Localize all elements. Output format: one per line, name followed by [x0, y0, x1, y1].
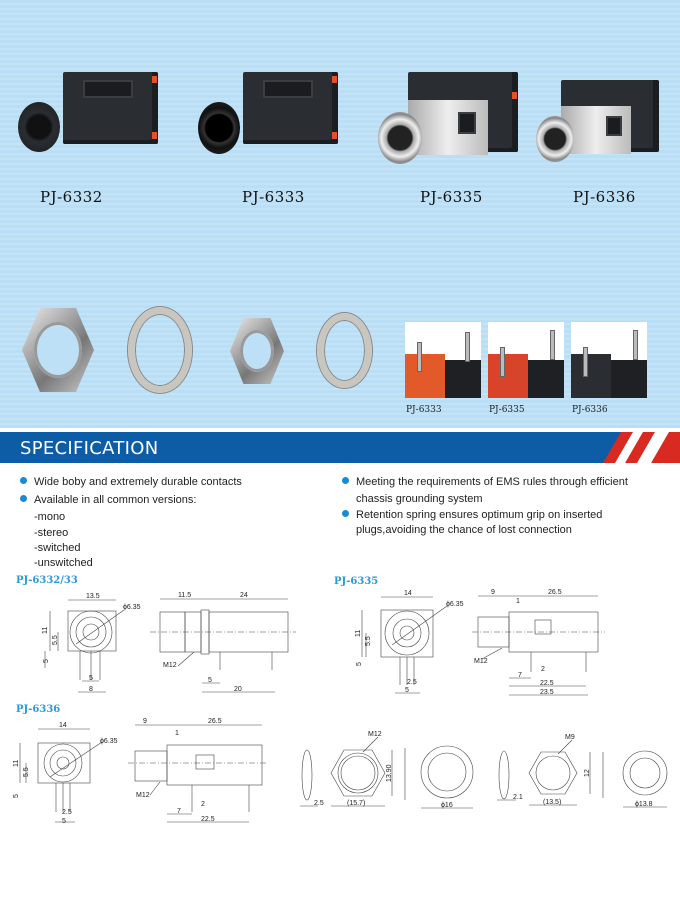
thumbnail-label: PJ-6335	[489, 405, 525, 415]
feature-item-continued: plugs,avoiding the chance of lost connec…	[356, 524, 572, 536]
svg-text:14: 14	[404, 590, 412, 597]
product-label: PJ-6333	[242, 188, 305, 206]
drawing-pj-6335-side: 9 26.5 1 M12 7 2 22.5 23.5	[472, 589, 605, 696]
svg-text:2.1: 2.1	[513, 794, 523, 801]
svg-text:24: 24	[240, 592, 248, 599]
svg-text:11: 11	[42, 627, 49, 634]
svg-text:5: 5	[43, 659, 50, 663]
svg-text:M12: M12	[136, 792, 150, 799]
svg-text:20: 20	[234, 686, 242, 693]
svg-text:13.90: 13.90	[386, 764, 393, 782]
version-item: -unswitched	[34, 557, 93, 569]
svg-text:5: 5	[405, 687, 409, 694]
svg-text:5: 5	[356, 662, 363, 666]
feature-item-continued: chassis grounding system	[356, 493, 483, 505]
svg-text:M9: M9	[565, 734, 575, 741]
washer-image	[128, 307, 192, 393]
svg-text:1: 1	[175, 730, 179, 737]
svg-text:5: 5	[89, 675, 93, 682]
svg-text:11: 11	[355, 630, 362, 637]
specification-banner: SPECIFICATION	[0, 432, 680, 463]
feature-item: Retention spring ensures optimum grip on…	[342, 509, 602, 521]
svg-text:2.5: 2.5	[314, 800, 324, 807]
svg-text:8: 8	[89, 686, 93, 693]
drawing-title: PJ-6335	[334, 576, 379, 587]
svg-text:11.5: 11.5	[178, 592, 191, 599]
svg-text:26.5: 26.5	[548, 589, 562, 596]
svg-text:ϕ13.8: ϕ13.8	[635, 801, 653, 808]
svg-text:(15.7): (15.7)	[347, 800, 365, 807]
svg-text:ϕ16: ϕ16	[441, 802, 453, 809]
svg-text:26.5: 26.5	[208, 718, 222, 725]
svg-text:22.5: 22.5	[201, 816, 215, 823]
feature-item: Wide boby and extremely durable contacts	[20, 476, 242, 488]
svg-text:23.5: 23.5	[540, 689, 554, 696]
svg-text:7: 7	[518, 672, 522, 679]
svg-text:2: 2	[541, 666, 545, 673]
svg-text:7: 7	[177, 808, 181, 815]
product-label: PJ-6332	[40, 188, 103, 206]
product-photo-area: PJ-6332 PJ-6333 PJ-6335 PJ-6336 PJ-6333 …	[0, 0, 680, 428]
bullet-icon	[342, 477, 349, 484]
svg-text:2.5: 2.5	[62, 809, 72, 816]
feature-item: Meeting the requirements of EMS rules th…	[342, 476, 628, 488]
feature-item: Available in all common versions:	[20, 494, 196, 506]
svg-text:M12: M12	[163, 662, 177, 669]
svg-text:5.5: 5.5	[52, 635, 59, 645]
svg-text:5.5: 5.5	[23, 767, 30, 777]
svg-text:5: 5	[13, 794, 20, 798]
svg-text:13.5: 13.5	[86, 593, 100, 600]
version-item: -stereo	[34, 527, 69, 539]
svg-text:ϕ6.35: ϕ6.35	[123, 604, 141, 611]
svg-text:2: 2	[201, 801, 205, 808]
svg-text:11: 11	[13, 760, 20, 767]
svg-text:(13.5): (13.5)	[543, 799, 561, 806]
thumbnail-label: PJ-6336	[572, 405, 608, 415]
svg-text:9: 9	[491, 589, 495, 596]
svg-text:M12: M12	[474, 658, 488, 665]
drawing-title: PJ-6332/33	[16, 575, 78, 586]
svg-text:9: 9	[143, 718, 147, 725]
thumbnail-pj-6336	[571, 322, 647, 398]
drawing-pj-6336-side: 9 26.5 1 M12 7 2 22.5	[128, 718, 268, 823]
svg-text:12: 12	[584, 769, 591, 777]
svg-text:2.5: 2.5	[407, 679, 417, 686]
svg-text:5.5: 5.5	[365, 636, 372, 646]
drawing-pj-6332-side: 11.5 24 M12 5 20	[150, 592, 296, 693]
thumbnail-pj-6333	[405, 322, 481, 398]
version-item: -switched	[34, 542, 81, 554]
bullet-icon	[20, 495, 27, 502]
svg-text:14: 14	[59, 722, 67, 729]
svg-text:5: 5	[62, 818, 66, 825]
svg-text:1: 1	[516, 598, 520, 605]
svg-text:5: 5	[208, 677, 212, 684]
version-item: -mono	[34, 511, 66, 523]
washer-image	[317, 313, 372, 388]
bullet-icon	[20, 477, 27, 484]
product-label: PJ-6335	[420, 188, 483, 206]
drawing-nuts-washers: 2.5 M12 (15.7) 13.90 ϕ16 2.1 M9 (13.5) 12 ϕ1…	[300, 731, 668, 809]
drawing-title: PJ-6336	[16, 704, 61, 715]
drawing-pj-6336-front: 14 ϕ6.35 115.5 5 2.5 5	[13, 722, 118, 825]
svg-text:ϕ6.35: ϕ6.35	[100, 738, 118, 745]
bullet-icon	[342, 510, 349, 517]
svg-text:ϕ6.35: ϕ6.35	[446, 601, 464, 608]
product-label: PJ-6336	[573, 188, 636, 206]
thumbnail-label: PJ-6333	[406, 405, 442, 415]
section-title: SPECIFICATION	[20, 438, 159, 459]
thumbnail-pj-6335	[488, 322, 564, 398]
drawing-pj-6332-front: 13.5 ϕ6.35 115.5 5 5 8	[42, 593, 141, 693]
svg-text:M12: M12	[368, 731, 382, 738]
svg-text:22.5: 22.5	[540, 680, 554, 687]
